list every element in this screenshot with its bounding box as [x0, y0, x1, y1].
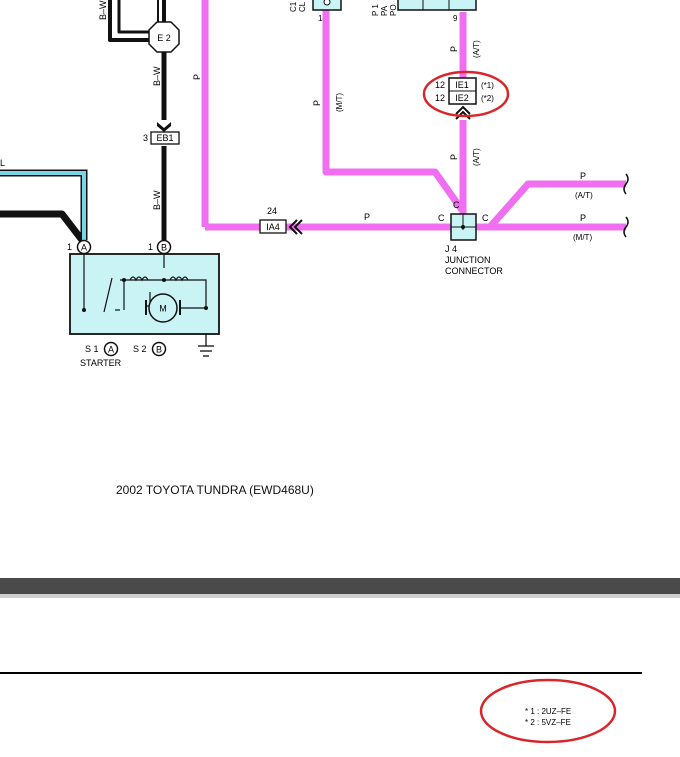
- wire-label-left-l: L: [0, 158, 5, 168]
- top-connector-pin-1: 1: [318, 14, 323, 23]
- wire-label-p-at-top: P: [449, 46, 459, 52]
- top-connector-p1-label-2: PA: [380, 5, 389, 16]
- starter-coil-1: [129, 276, 149, 282]
- ia4-connector-label: IA4: [266, 222, 280, 232]
- starter-junction-dot-1: [122, 278, 126, 282]
- top-connector-c1-label: C1: [289, 1, 298, 12]
- wire-label-bw-low: B–W: [152, 190, 162, 210]
- starter-internal-circuit: [83, 254, 207, 313]
- wire-label-p-right-mt-sub: (M/T): [573, 233, 592, 242]
- starter-coil-2: [169, 276, 189, 282]
- starter-s1-pin-circle: [103, 341, 119, 357]
- j4-name-line1: JUNCTION: [445, 255, 491, 265]
- ia4-pin-number: 24: [267, 206, 277, 216]
- wire-label-p-right-mt: P: [580, 213, 586, 223]
- top-connector-p1-label-3: PO: [389, 4, 398, 16]
- page-divider-band: [0, 578, 680, 598]
- ie2-label: IE2: [455, 93, 469, 103]
- top-connector-c1-label-2: CL: [298, 1, 307, 12]
- pink-wire-mt-branch: [322, 10, 465, 213]
- j4-id-label: J 4: [445, 244, 457, 254]
- ia4-arrow-outer: [288, 219, 298, 235]
- starter-junction-dot-2: [162, 278, 166, 282]
- highlight-circle-footnotes: [479, 678, 617, 744]
- top-connector-p1-box: [397, 0, 477, 11]
- wire-break-mark-at: [623, 173, 629, 195]
- wire-label-p-at-top-sub: (A/T): [472, 40, 481, 58]
- ia4-connector-box: [259, 219, 287, 234]
- wire-label-p-horizontal: P: [364, 212, 370, 222]
- ie2-pin-number: 12: [435, 93, 445, 103]
- ie1-pin-number: 12: [435, 80, 445, 90]
- eb1-connector-label: EB1: [156, 133, 173, 143]
- black-wires: [0, 0, 167, 243]
- wire-label-p-right-at: P: [580, 171, 586, 181]
- pink-wires: [201, 0, 626, 231]
- pink-wire-right-at: [487, 180, 626, 230]
- ground-icon: [198, 334, 214, 357]
- top-connector-p1-label: P 1: [371, 4, 380, 16]
- footnote-2: * 2 : 5VZ–FE: [525, 718, 571, 727]
- ia4-arrow-inner: [293, 219, 303, 235]
- wire-label-p-at-mid: P: [449, 154, 459, 160]
- ie2-note: (*2): [481, 94, 494, 103]
- cyan-wire-fill: [0, 171, 86, 240]
- eb1-pin-number: 3: [143, 133, 148, 143]
- page-title: 2002 TOYOTA TUNDRA (EWD468U): [116, 483, 314, 497]
- ie1-note: (*1): [481, 81, 494, 90]
- top-connector-pin-9: 9: [453, 14, 458, 23]
- ie1-label: IE1: [455, 80, 469, 90]
- top-connector-c1-dot: [323, 0, 331, 6]
- starter-name-label: STARTER: [80, 358, 122, 368]
- starter-pin-b-label: B: [161, 243, 167, 253]
- wire-label-p-at-mid-sub: (A/T): [472, 148, 481, 166]
- j4-pin-c-left: C: [438, 213, 445, 223]
- starter-body: [69, 253, 220, 335]
- starter-switch-contact: [103, 277, 113, 313]
- j4-pin-c-right: C: [482, 213, 489, 223]
- starter-pin-b-number: 1: [148, 242, 153, 252]
- starter-s1-label: S 1: [85, 344, 99, 354]
- j4-internal-dot: [461, 225, 465, 229]
- ie-connector-arrow-outer: [455, 105, 471, 115]
- wire-break-mark-mt: [623, 216, 629, 238]
- starter-motor-circle: [148, 293, 178, 323]
- black-wire-loop-inner: [117, 0, 150, 34]
- eb1-arrow: [157, 122, 171, 132]
- starter-junction-dot-4: [204, 306, 208, 310]
- footnote-separator-line: [0, 672, 642, 674]
- starter-coil-line: [120, 279, 207, 310]
- highlight-circle-ie-connector: [422, 70, 510, 118]
- footnote-1: * 1 : 2UZ–FE: [525, 707, 571, 716]
- starter-s2-label: S 2: [133, 344, 147, 354]
- eb1-connector-box: [150, 131, 180, 145]
- wire-label-p-right-at-sub: (A/T): [575, 191, 593, 200]
- black-wire-left-to-a: [0, 210, 85, 243]
- e2-connector-octagon: [148, 21, 180, 53]
- starter-junction-dot-3: [82, 308, 86, 312]
- starter-pin-a-label: A: [81, 243, 87, 253]
- wire-label-bw-mid: B–W: [152, 66, 162, 86]
- starter-pin-a-number: 1: [67, 242, 72, 252]
- starter-s2-pin-label: B: [156, 345, 162, 355]
- wire-label-p-mt: P: [312, 100, 322, 106]
- j4-pin-c-top: C: [453, 200, 460, 210]
- wire-label-p-left: P: [192, 74, 202, 80]
- j4-name-line2: CONNECTOR: [445, 266, 503, 276]
- e2-connector-label: E 2: [157, 33, 171, 43]
- cyan-wire: [0, 169, 88, 240]
- black-wire-loop: [108, 0, 150, 42]
- wire-label-bw-top: B–W: [98, 0, 108, 20]
- wire-label-p-mt-sub: (M/T): [335, 93, 344, 112]
- starter-motor-label: M: [159, 304, 167, 314]
- starter-s1-pin-label: A: [108, 345, 114, 355]
- starter-s2-pin-circle: [151, 341, 167, 357]
